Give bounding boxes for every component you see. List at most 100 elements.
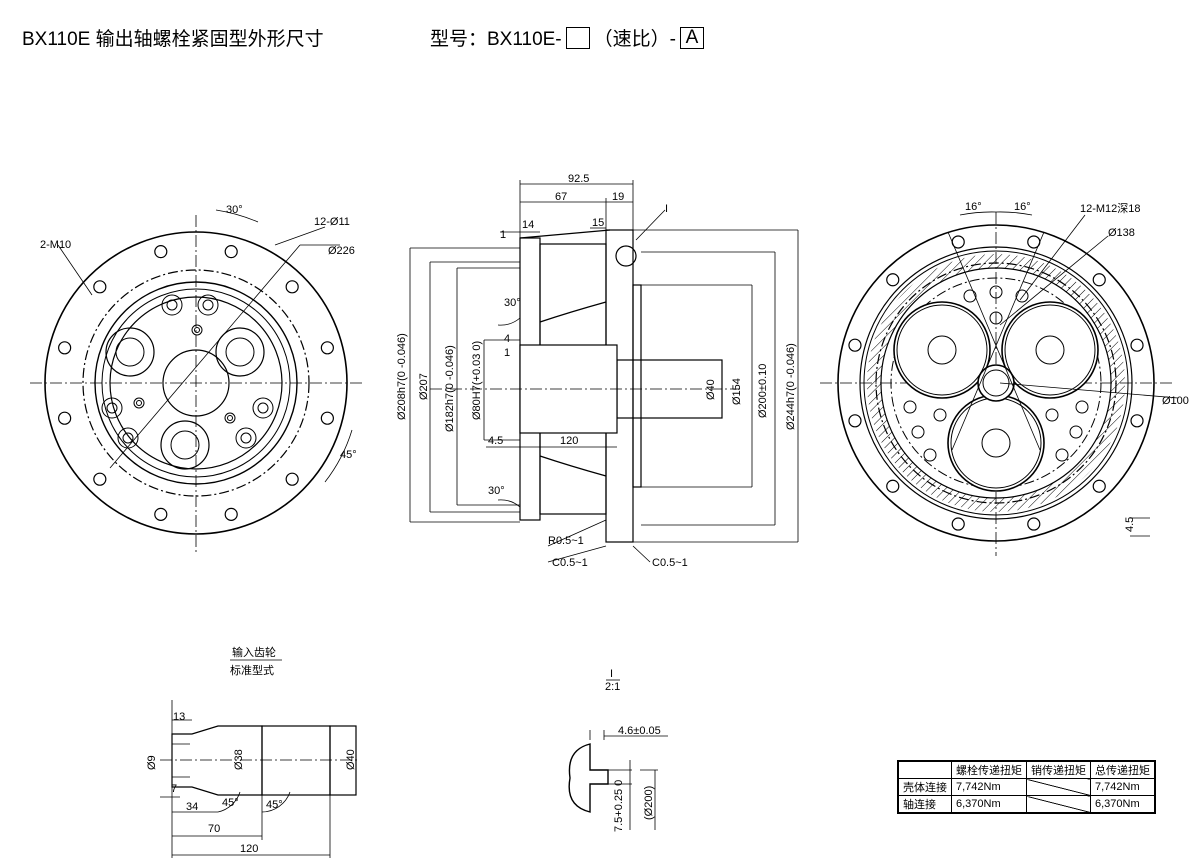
detail-i-label: I	[665, 203, 668, 215]
header-cell: 螺栓传递扭矩	[951, 760, 1027, 779]
table-cell: 6,370Nm	[1090, 795, 1156, 814]
section-view	[409, 180, 799, 563]
dia-40-label: Ø40	[705, 379, 717, 400]
length-15-label: 15	[592, 217, 604, 229]
torque-table: 螺栓传递扭矩 销传递扭矩 总传递扭矩 壳体连接 7,742Nm 7,742Nm …	[897, 760, 1156, 814]
length-4-5-right-label: 4.5	[1124, 517, 1136, 532]
dia-244-label: Ø244h7(0 -0.046)	[785, 343, 797, 430]
table-cell: 6,370Nm	[951, 795, 1027, 814]
bolt-hole	[93, 472, 107, 486]
table-cell: 7,742Nm	[951, 778, 1027, 796]
ratio-box[interactable]	[565, 26, 590, 49]
detail-label: I	[610, 668, 613, 680]
header-cell	[897, 760, 952, 779]
input-gear-view	[160, 659, 360, 858]
bolt-hole	[1027, 517, 1041, 531]
length-4-5-label: 4.5	[488, 435, 503, 447]
header-cell: 总传递扭矩	[1090, 760, 1156, 779]
table-cell: 7,742Nm	[1090, 778, 1156, 796]
left-front-view	[30, 209, 362, 552]
section-view-labels: 92.5 67 19 14 1 15 I 30° 4 1 4.5 120 30°…	[396, 173, 797, 569]
slot-width-label: 4.6±0.05	[618, 725, 661, 737]
angle-30-label: 30°	[226, 204, 243, 216]
dia-38-label: Ø38	[233, 749, 245, 770]
dia-208-label: Ø208h7(0 -0.046)	[396, 333, 408, 420]
outer-bolt-holes-right	[848, 235, 1144, 531]
bolt-hole	[154, 245, 168, 259]
dia-40-gear-label: Ø40	[345, 749, 357, 770]
pcd-226-label: Ø226	[328, 245, 355, 257]
detail-i-labels: I 2:1 4.6±0.05 (Ø200) 7.5+0.25 0	[605, 668, 661, 832]
gear-subtitle: 标准型式	[230, 663, 274, 677]
length-19-label: 19	[612, 191, 624, 203]
bolt-hole	[285, 280, 299, 294]
bolt-hole	[154, 507, 168, 521]
model-label: 型号：BX110E-	[430, 29, 562, 50]
input-gear-labels: 输入齿轮 标准型式 13 Ø9 Ø38 Ø40 7 34 45° 45° 70 …	[146, 645, 357, 855]
ratio-label: （速比）-	[593, 29, 676, 50]
length-14-label: 14	[522, 219, 534, 231]
bolt-hole	[224, 245, 238, 259]
suffix-box: A	[679, 26, 704, 49]
angle-45-label: 45°	[340, 449, 357, 461]
angle-30a-label: 30°	[504, 297, 521, 309]
right-view-labels: 16° 16° 12-M12深18 Ø138 Ø100 4.5	[965, 201, 1189, 532]
chamfer-right-label: C0.5~1	[652, 557, 688, 569]
overall-length-label: 92.5	[568, 173, 589, 185]
bolt-hole	[285, 472, 299, 486]
table-cell: 轴连接	[897, 795, 952, 814]
right-rear-view	[820, 211, 1179, 556]
bolt-hole	[93, 280, 107, 294]
len-34-label: 34	[186, 801, 198, 813]
dia-100-label: Ø100	[1162, 395, 1189, 407]
bolt-hole	[1130, 414, 1144, 428]
bolt-hole	[224, 507, 238, 521]
pcd-138-label: Ø138	[1108, 227, 1135, 239]
header-cell: 销传递扭矩	[1026, 760, 1091, 779]
tapped-holes-label: 2-M10	[40, 239, 71, 251]
len-7-label: 7	[171, 783, 177, 795]
angle-45a-label: 45°	[222, 797, 239, 809]
bolt-hole	[320, 341, 334, 355]
length-1-label: 1	[500, 229, 506, 241]
table-cell	[1026, 795, 1091, 814]
outer-bolt-holes	[58, 245, 334, 521]
angle-16a-label: 16°	[965, 201, 982, 213]
chamfer-left-label: C0.5~1	[552, 557, 588, 569]
table-header-row: 螺栓传递扭矩 销传递扭矩 总传递扭矩	[897, 760, 1156, 779]
bolt-hole	[848, 338, 862, 352]
drawing-title: BX110E 输出轴螺栓紧固型外形尺寸	[22, 29, 324, 50]
table-row: 轴连接 6,370Nm 6,370Nm	[897, 795, 1156, 814]
len-70-label: 70	[208, 823, 220, 835]
bolt-hole	[1092, 479, 1106, 493]
length-120-label: 120	[560, 435, 578, 447]
table-cell	[1026, 778, 1091, 796]
dia-182-label: Ø182h7(0 -0.046)	[444, 345, 456, 432]
bolt-hole	[886, 273, 900, 287]
dia-9-label: Ø9	[146, 755, 158, 770]
length-1b-label: 1	[504, 347, 510, 359]
dia-80-label: Ø80H7(+0.03 0)	[471, 341, 483, 420]
angle-45b-label: 45°	[266, 799, 283, 811]
dia-200-label: Ø200±0.10	[757, 364, 769, 418]
bolt-holes-label: 12-Ø11	[314, 216, 350, 228]
bolt-hole	[58, 341, 72, 355]
bolt-hole	[58, 411, 72, 425]
dia-200-detail-label: (Ø200)	[643, 786, 655, 820]
dia-154-label: Ø154	[731, 378, 743, 405]
bolt-hole	[320, 411, 334, 425]
bolt-hole	[848, 414, 862, 428]
slot-depth-label: 7.5+0.25 0	[613, 780, 625, 832]
left-view-labels: 30° 12-Ø11 2-M10 Ø226 45°	[40, 204, 357, 461]
detail-scale: 2:1	[605, 681, 620, 693]
radius-label: R0.5~1	[548, 535, 584, 547]
angle-16b-label: 16°	[1014, 201, 1031, 213]
model-code: 型号：BX110E- （速比）- A	[430, 24, 704, 51]
length-4-label: 4	[504, 333, 510, 345]
bolt-hole	[1130, 338, 1144, 352]
dia-207-label: Ø207	[418, 373, 430, 400]
len-120-gear-label: 120	[240, 843, 258, 855]
table-cell: 壳体连接	[897, 778, 952, 796]
bolt-hole	[1092, 273, 1106, 287]
